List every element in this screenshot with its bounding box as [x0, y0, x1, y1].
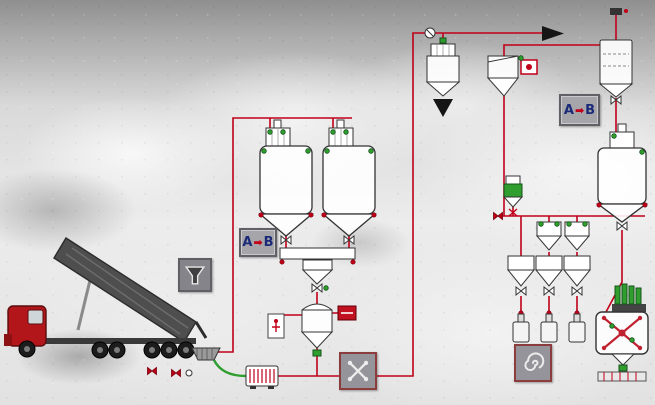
control-box: [337, 305, 357, 321]
mixer-icon: [347, 360, 369, 382]
dump-truck: [4, 237, 208, 359]
wheel-hubs: [24, 346, 189, 353]
flow-arrow-icon: [542, 26, 564, 41]
route-badge-left[interactable]: A ➡ B: [239, 228, 277, 257]
weigh-vessel-valve: [311, 283, 323, 293]
spiral-icon: [524, 352, 545, 371]
candle-filters: [612, 283, 646, 312]
truck-chassis: [46, 338, 196, 344]
mixer-outlet-valve: [312, 349, 322, 357]
intake-pit: [191, 347, 221, 361]
truck-bumper: [4, 334, 12, 346]
weigh-collector: [279, 247, 356, 265]
header-valve: [493, 212, 503, 220]
route-badge-right[interactable]: A ➡ B: [559, 94, 600, 126]
route-b-label: B: [263, 235, 274, 250]
screw-conveyor-badge[interactable]: [514, 344, 552, 382]
paddle-mixer: [595, 311, 649, 372]
discharge-arrow-icon: [433, 99, 453, 117]
vent-stack: [273, 119, 282, 129]
cyclone-separator: [486, 55, 520, 97]
rotary-blower: [245, 365, 279, 389]
bag-filling-stations: [512, 310, 586, 343]
transfer-hose: [212, 359, 247, 378]
day-bin: [596, 123, 648, 223]
route-a-label: A: [563, 102, 574, 118]
filter-receiver: [424, 27, 461, 117]
pressure-gauge: [185, 369, 193, 377]
bag-dump-station: [502, 175, 524, 217]
mixer-badge[interactable]: [339, 352, 377, 390]
route-arrow-icon: ➡: [574, 103, 585, 117]
route-b-label: B: [585, 102, 596, 118]
dosing-hoppers: [506, 221, 592, 296]
funnel-icon: [184, 266, 206, 285]
vent-stack: [336, 119, 345, 129]
day-bin-valve: [616, 221, 628, 231]
intake-valve: [171, 369, 181, 377]
center-mixer: [300, 303, 334, 357]
truck-tipper-body: [53, 237, 197, 343]
tailgate: [194, 321, 208, 339]
storage-silo-1: [258, 119, 314, 237]
cyclone-instrument: [518, 55, 538, 75]
storage-silo-2: [321, 119, 377, 237]
cab-window: [27, 309, 44, 325]
intake-funnel-badge[interactable]: [178, 258, 212, 292]
weigh-vessel: [301, 259, 334, 291]
buffer-silo: [598, 8, 634, 98]
discharge-tray: [597, 371, 647, 382]
line-valve: [147, 367, 157, 375]
route-a-label: A: [242, 235, 253, 250]
route-arrow-icon: ➡: [253, 236, 263, 249]
instrument-card: [267, 313, 285, 339]
mixer-outlet-valve: [618, 364, 628, 372]
